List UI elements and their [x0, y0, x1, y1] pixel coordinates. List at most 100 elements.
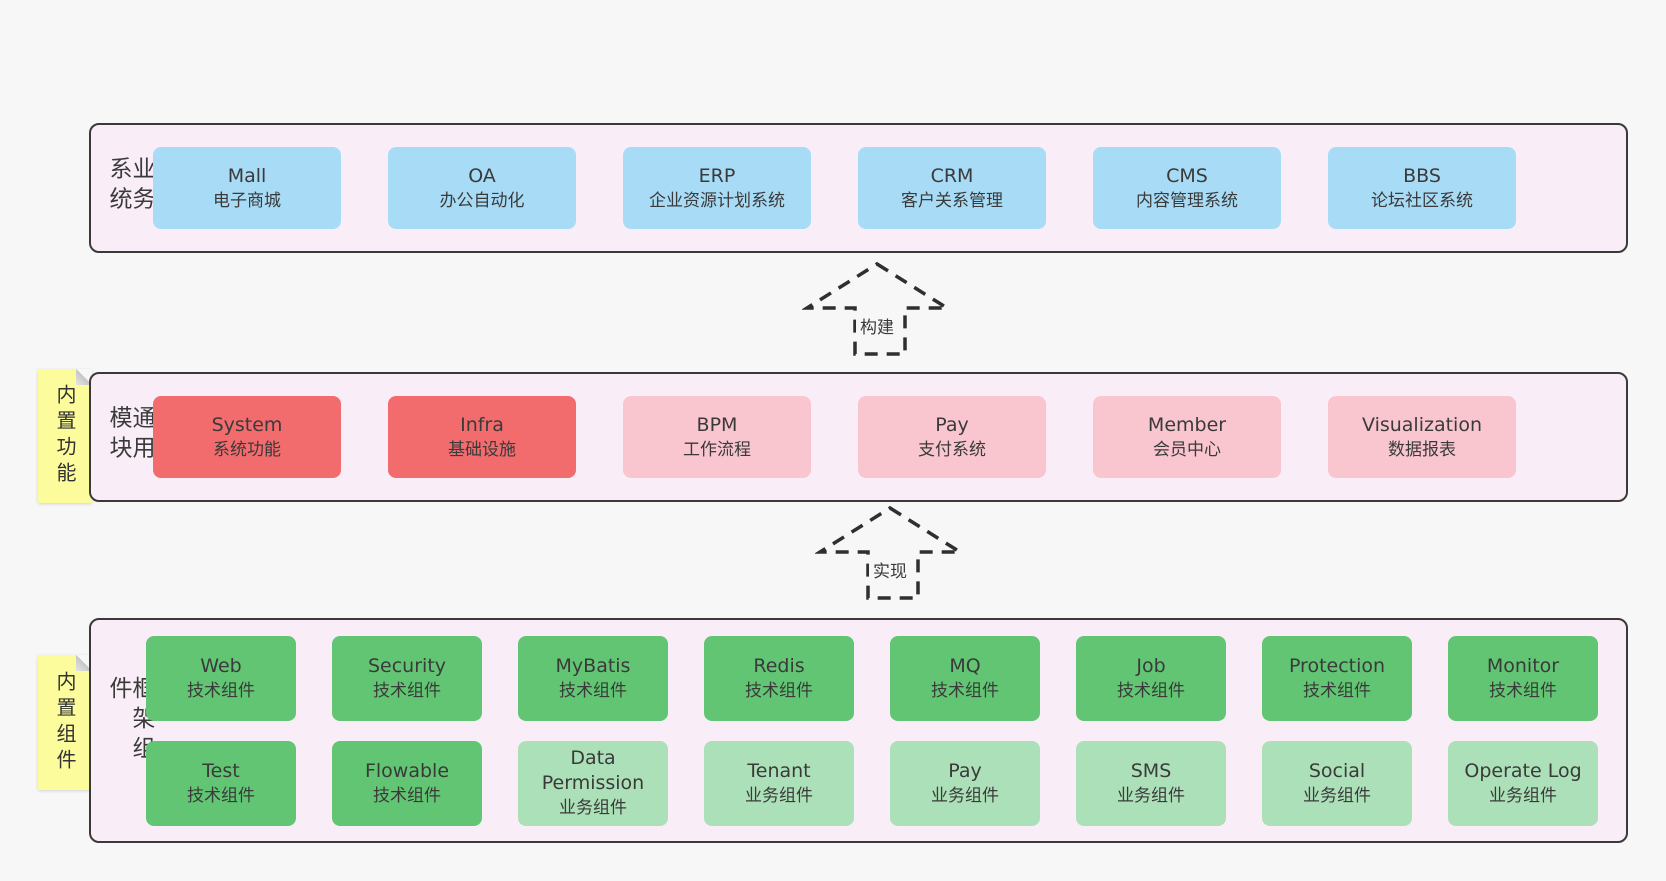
box-title: Operate Log [1464, 759, 1582, 782]
arrow-build-label: 构建 [856, 312, 898, 339]
box-title: Security [367, 654, 447, 677]
box-subtitle: 技术组件 [187, 785, 255, 806]
dashed-up-arrow-icon [815, 505, 965, 600]
box-subtitle: 业务组件 [559, 798, 627, 818]
box-title: Infra [460, 413, 504, 436]
box-social: Social 业务组件 [1262, 740, 1412, 826]
box-subtitle: 技术组件 [559, 680, 627, 701]
box-subtitle: 基础设施 [448, 439, 516, 460]
box-subtitle: 业务组件 [745, 785, 813, 806]
box-title: ERP [698, 164, 736, 187]
box-title: CMS [1166, 164, 1208, 187]
business-systems-row: Mall 电子商城 OA 办公自动化 ERP 企业资源计划系统 CRM 客户关系管理 CMS 内容… [153, 125, 1622, 251]
box-title: Social [1308, 759, 1366, 782]
box-title: Data Permission [541, 747, 645, 794]
box-title: Tenant [747, 759, 811, 782]
box-subtitle: 企业资源计划系统 [649, 190, 785, 211]
box-member: Member 会员中心 [1093, 396, 1281, 478]
box-subtitle: 技术组件 [1117, 680, 1185, 701]
folded-corner-icon [76, 369, 92, 385]
box-subtitle: 业务组件 [1303, 785, 1371, 806]
box-test: Test 技术组件 [146, 740, 296, 826]
layer-label-common-modules: 通用模块 [105, 405, 154, 466]
box-visualization: Visualization 数据报表 [1328, 396, 1516, 478]
box-mq: MQ 技术组件 [890, 635, 1040, 721]
common-modules-row: System 系统功能 Infra 基础设施 BPM 工作流程 Pay 支付系统 Member 会… [153, 374, 1622, 500]
box-subtitle: 技术组件 [1303, 680, 1371, 701]
box-bbs: BBS 论坛社区系统 [1328, 147, 1516, 229]
box-title: CRM [930, 164, 974, 187]
box-title: Flowable [364, 759, 450, 782]
box-subtitle: 技术组件 [745, 680, 813, 701]
arrow-build: 构建 [802, 258, 952, 358]
box-subtitle: 业务组件 [931, 785, 999, 806]
box-title: OA [468, 164, 496, 187]
folded-corner-icon [76, 655, 92, 671]
box-title: Mall [227, 164, 267, 187]
box-monitor: Monitor 技术组件 [1448, 635, 1598, 721]
box-subtitle: 客户关系管理 [901, 190, 1003, 211]
box-subtitle: 工作流程 [683, 439, 751, 460]
arrow-implement: 实现 [815, 502, 965, 602]
box-security: Security 技术组件 [332, 635, 482, 721]
box-subtitle: 技术组件 [373, 785, 441, 806]
sticky-label: 内置组件 [53, 670, 77, 775]
box-tenant: Tenant 业务组件 [704, 740, 854, 826]
layer-business-systems: 业务系统 Mall 电子商城 OA 办公自动化 ERP 企业资源计划系统 CRM 客户关系管理… [89, 123, 1628, 253]
box-protection: Protection 技术组件 [1262, 635, 1412, 721]
box-flowable: Flowable 技术组件 [332, 740, 482, 826]
box-subtitle: 内容管理系统 [1136, 190, 1238, 211]
box-title: Protection [1288, 654, 1386, 677]
box-subtitle: 业务组件 [1489, 785, 1557, 806]
box-crm: CRM 客户关系管理 [858, 147, 1046, 229]
box-title: BBS [1403, 164, 1441, 187]
box-infra: Infra 基础设施 [388, 396, 576, 478]
sticky-label: 内置功能 [53, 384, 77, 488]
layer-common-modules: 通用模块 System 系统功能 Infra 基础设施 BPM 工作流程 Pay 支付系统 Me… [89, 372, 1628, 502]
box-mybatis: MyBatis 技术组件 [518, 635, 668, 721]
box-operate-log: Operate Log 业务组件 [1448, 740, 1598, 826]
box-subtitle: 系统功能 [213, 439, 281, 460]
sticky-note-builtin-features: 内置功能 [38, 369, 92, 503]
arrow-implement-label: 实现 [869, 556, 911, 583]
box-subtitle: 技术组件 [1489, 680, 1557, 701]
box-data-permission: Data Permission 业务组件 [518, 740, 668, 826]
box-erp: ERP 企业资源计划系统 [623, 147, 811, 229]
box-web: Web 技术组件 [146, 635, 296, 721]
box-subtitle: 技术组件 [187, 680, 255, 701]
box-title: Job [1136, 654, 1166, 677]
box-title: BPM [696, 413, 738, 436]
box-title: Web [200, 654, 242, 677]
box-oa: OA 办公自动化 [388, 147, 576, 229]
box-title: Test [202, 759, 240, 782]
box-subtitle: 电子商城 [213, 190, 281, 211]
dashed-up-arrow-icon [802, 261, 952, 356]
box-title: Pay [948, 759, 982, 782]
box-title: SMS [1130, 759, 1172, 782]
box-subtitle: 技术组件 [931, 680, 999, 701]
box-title: Redis [753, 654, 805, 677]
box-title: MyBatis [555, 654, 631, 677]
box-subtitle: 业务组件 [1117, 785, 1185, 806]
box-subtitle: 论坛社区系统 [1371, 190, 1473, 211]
sticky-note-builtin-components: 内置组件 [38, 655, 92, 790]
box-system: System 系统功能 [153, 396, 341, 478]
box-title: Visualization [1361, 413, 1482, 436]
box-subtitle: 数据报表 [1388, 439, 1456, 460]
box-title: System [211, 413, 283, 436]
box-subtitle: 技术组件 [373, 680, 441, 701]
box-mall: Mall 电子商城 [153, 147, 341, 229]
box-subtitle: 支付系统 [918, 439, 986, 460]
box-title: MQ [949, 654, 981, 677]
box-title: Monitor [1486, 654, 1560, 677]
layer-label-business-systems: 业务系统 [105, 156, 154, 217]
box-subtitle: 会员中心 [1153, 439, 1221, 460]
box-pay: Pay 业务组件 [890, 740, 1040, 826]
box-title: Member [1147, 413, 1227, 436]
box-title: Pay [935, 413, 969, 436]
box-subtitle: 办公自动化 [439, 190, 525, 211]
